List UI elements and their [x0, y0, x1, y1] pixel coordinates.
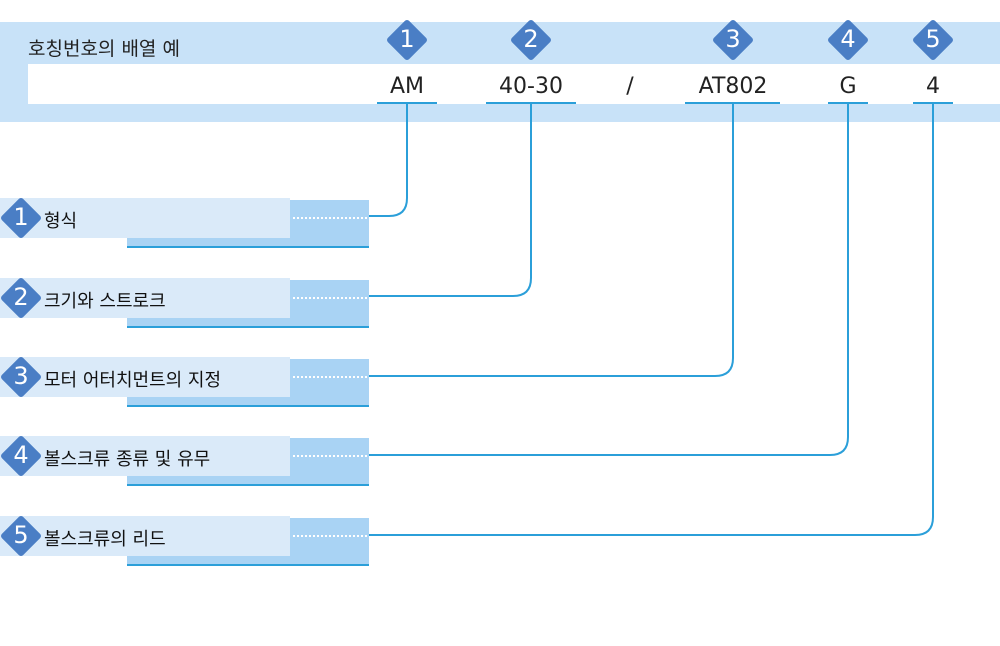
item-box-4 [0, 436, 290, 476]
item-number-1: 1 [13, 203, 29, 231]
code-size: 40-30 [499, 74, 563, 99]
connector-2 [369, 104, 532, 297]
item-label-5: 볼스크류의 리드 [44, 529, 166, 550]
connector-3 [369, 104, 734, 377]
item-dots-3 [293, 376, 367, 378]
item-label-4: 볼스크류 종류 및 유무 [44, 449, 211, 470]
item-label-2: 크기와 스트로크 [44, 291, 166, 312]
connector-1 [369, 104, 408, 217]
connector-5 [369, 104, 934, 536]
item-dots-4 [293, 455, 367, 457]
code-lead: 4 [926, 74, 940, 99]
code-size-underline [486, 102, 576, 104]
page-title: 호칭번호의 배열 예 [28, 38, 180, 60]
marker-number-1: 1 [399, 25, 415, 53]
marker-number-3: 3 [725, 25, 741, 53]
item-box-2 [0, 278, 290, 318]
code-motor: AT802 [698, 74, 768, 99]
marker-number-2: 2 [523, 25, 539, 53]
code-screw-type: G [839, 74, 857, 99]
item-box-3 [0, 357, 290, 397]
connector-4 [369, 104, 849, 456]
marker-number-4: 4 [840, 25, 856, 53]
item-number-4: 4 [13, 441, 29, 469]
item-box-1 [0, 198, 290, 238]
code-strip [28, 64, 1000, 104]
item-label-1: 형식 [44, 211, 78, 232]
item-dots-2 [293, 297, 367, 299]
code-separator: / [626, 74, 634, 99]
marker-number-5: 5 [925, 25, 941, 53]
item-label-3: 모터 어터치먼트의 지정 [44, 370, 222, 391]
code-lead-underline [913, 102, 953, 104]
code-type: AM [389, 74, 425, 99]
item-number-5: 5 [13, 521, 29, 549]
item-dots-5 [293, 535, 367, 537]
item-number-3: 3 [13, 362, 29, 390]
code-screw-type-underline [828, 102, 868, 104]
code-type-underline [377, 102, 437, 104]
code-motor-underline [685, 102, 780, 104]
item-box-5 [0, 516, 290, 556]
item-number-2: 2 [13, 283, 29, 311]
item-dots-1 [293, 217, 367, 219]
